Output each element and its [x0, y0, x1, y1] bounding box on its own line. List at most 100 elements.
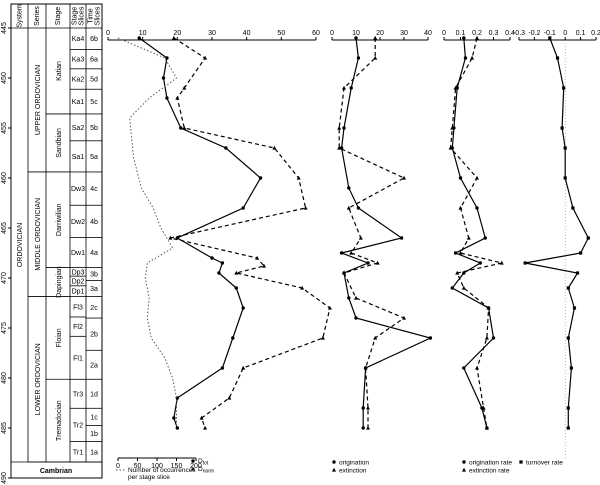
data-point	[566, 336, 570, 340]
data-point	[475, 206, 479, 210]
x-tick-label: 0	[563, 30, 567, 37]
stage-slice-label: Dw3	[71, 186, 85, 193]
data-point	[203, 425, 208, 430]
strat-header: Slices	[79, 6, 86, 25]
cambrian-label: Cambrian	[40, 468, 72, 475]
data-point	[165, 56, 169, 60]
age-tick-label: 445	[1, 22, 8, 34]
series-line-solid	[451, 37, 495, 429]
x-tick-label: 40	[424, 30, 432, 37]
stage-slice-label: Dw1	[71, 250, 85, 257]
data-point	[563, 146, 567, 150]
data-point	[373, 35, 378, 40]
data-point	[332, 460, 336, 464]
legend-label: extinction	[339, 468, 367, 475]
series-label: MIDDLE ORDOVICIAN	[35, 198, 42, 271]
data-point	[458, 176, 463, 180]
x-tick-label: 40	[243, 30, 251, 37]
x-axis-title: per stage slice	[128, 474, 170, 481]
data-point	[470, 55, 475, 60]
stage-slice-label: Ka3	[72, 57, 85, 64]
x-tick-label: 10	[352, 30, 360, 37]
data-point	[234, 286, 238, 290]
data-point	[562, 86, 566, 90]
data-point	[491, 336, 496, 340]
time-slice-label: 1a	[90, 449, 98, 456]
data-point	[349, 86, 353, 90]
data-point	[450, 286, 454, 290]
x-tick-label: 200	[190, 463, 202, 470]
data-point	[402, 175, 406, 180]
strat-header: Stage	[55, 7, 62, 25]
stage-label: Darriwilian	[56, 203, 63, 236]
data-point	[354, 295, 358, 300]
data-point	[499, 260, 504, 265]
data-point	[453, 85, 458, 90]
time-slice-label: 6a	[90, 57, 98, 64]
system-label: ORDOVICIAN	[17, 223, 24, 267]
data-point	[428, 336, 433, 340]
data-point	[347, 186, 351, 190]
age-tick-label: 480	[1, 372, 8, 384]
data-point	[450, 125, 455, 130]
series-line-solid	[525, 37, 589, 428]
strat-header: System	[17, 4, 24, 28]
stage-slice-label: Dp3	[72, 269, 85, 276]
data-point	[563, 176, 567, 180]
stage-slice-label: Ka1	[72, 99, 85, 106]
data-point	[234, 270, 239, 275]
x-tick-label: -0.3	[513, 30, 525, 37]
strat-header: Slices	[95, 6, 102, 25]
data-point	[354, 36, 358, 40]
age-tick-label: 450	[1, 72, 8, 84]
data-point	[168, 235, 173, 240]
age-tick-label: 455	[1, 122, 8, 134]
data-point	[361, 426, 365, 430]
data-point	[356, 56, 361, 60]
stage-slice-label: Tr2	[73, 422, 83, 429]
time-slice-label: 4b	[90, 219, 98, 226]
legend-label: Dnorm	[198, 466, 214, 475]
data-point	[455, 270, 460, 275]
data-point	[366, 425, 370, 430]
data-point	[361, 406, 365, 410]
data-point	[182, 85, 187, 90]
data-point	[182, 125, 187, 130]
stage-label: Tremadocian	[56, 400, 63, 441]
series-line-dotted	[117, 37, 178, 428]
legend-label: origination	[339, 460, 369, 467]
data-point	[337, 125, 342, 130]
data-point	[373, 55, 378, 60]
x-tick-label: 20	[376, 30, 384, 37]
time-slice-label: 1c	[90, 414, 98, 421]
data-point	[175, 426, 180, 430]
data-point	[586, 236, 590, 240]
data-point	[399, 236, 404, 240]
x-tick-label: 0.2	[591, 30, 600, 37]
data-point	[358, 235, 363, 240]
data-point	[296, 175, 301, 180]
data-point	[572, 306, 577, 310]
time-slice-label: 1d	[90, 391, 98, 398]
strat-header: Time	[88, 8, 95, 23]
stage-slice-label: Tr3	[73, 391, 83, 398]
data-point	[579, 251, 583, 255]
data-point	[191, 459, 195, 463]
data-point	[220, 366, 225, 370]
legend-label: extinction rate	[469, 468, 510, 475]
data-point	[332, 467, 336, 472]
x-tick-label: 0.4	[505, 30, 515, 37]
data-point	[462, 366, 466, 370]
data-point	[481, 405, 486, 410]
stage-slice-label: Dw2	[71, 219, 85, 226]
x-tick-label: 30	[208, 30, 216, 37]
data-point	[548, 36, 552, 40]
time-slice-label: 5c	[90, 99, 98, 106]
data-point	[172, 416, 176, 420]
strat-header: Stage	[72, 7, 79, 25]
x-tick-label: 20	[173, 30, 181, 37]
stage-slice-label: Ka2	[72, 77, 85, 84]
x-tick-label: 60	[312, 30, 320, 37]
